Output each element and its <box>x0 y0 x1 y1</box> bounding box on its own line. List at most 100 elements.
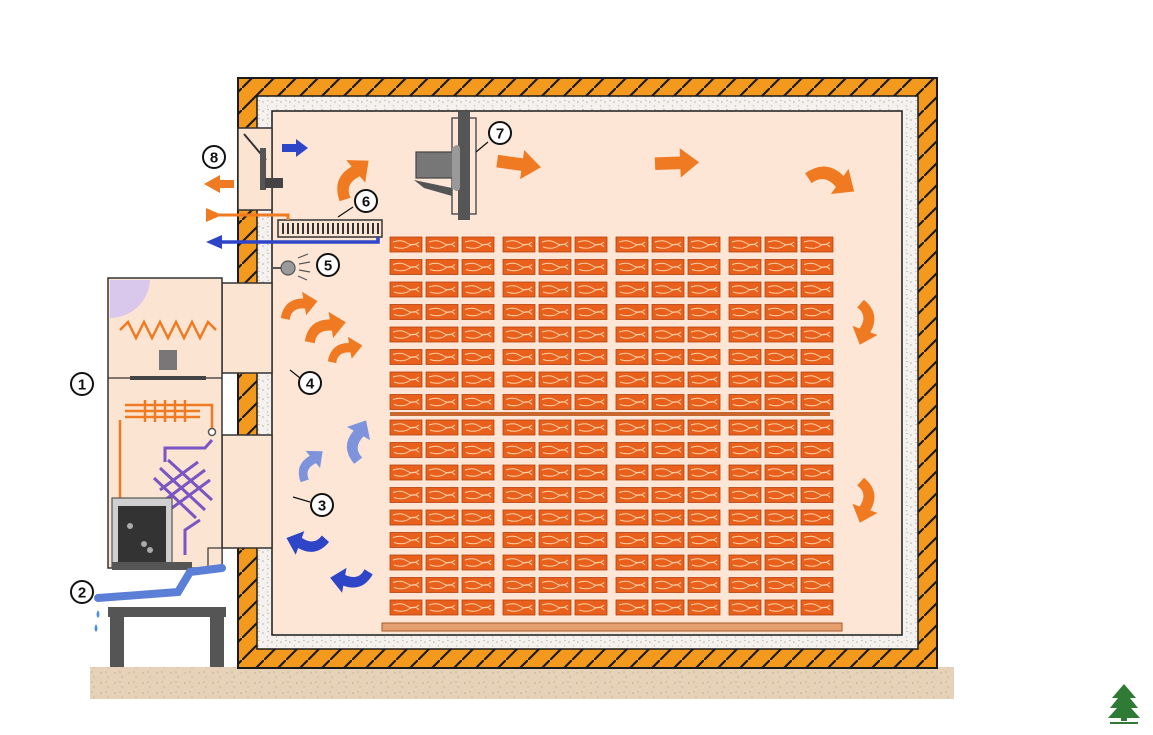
label-text: 6 <box>362 194 370 211</box>
lumber-board <box>538 349 572 365</box>
lumber-board <box>389 487 423 503</box>
lumber-board <box>425 259 459 275</box>
lumber-board <box>651 532 685 548</box>
lumber-board <box>502 509 536 526</box>
lumber-board <box>728 281 762 298</box>
humidity-sensor <box>272 253 311 281</box>
lumber-board <box>574 326 608 343</box>
condensate-drain <box>94 564 226 632</box>
lumber-board <box>425 236 459 253</box>
lumber-board <box>574 464 608 481</box>
warm-air-arrow-icon <box>337 160 369 202</box>
lumber-board <box>461 442 495 458</box>
lumber-board <box>687 509 721 526</box>
lumber-board <box>502 419 536 436</box>
label-dehumidifier: 1 <box>70 372 94 396</box>
lumber-board <box>502 532 536 548</box>
label-text: 4 <box>306 376 315 393</box>
lumber-board <box>728 394 762 410</box>
lumber-board <box>728 371 762 388</box>
warm-air-arrow-icon <box>805 166 855 195</box>
lumber-board <box>728 419 762 436</box>
lumber-board <box>615 304 649 320</box>
lumber-board <box>687 599 721 616</box>
lumber-board <box>461 419 495 436</box>
lumber-board <box>764 371 798 388</box>
lumber-board <box>764 509 798 526</box>
lumber-board <box>764 442 798 458</box>
label-text: 5 <box>324 258 332 275</box>
lumber-board <box>574 349 608 365</box>
lumber-board <box>651 442 685 458</box>
lumber-board <box>389 394 423 410</box>
lumber-board <box>461 599 495 616</box>
lumber-board <box>687 487 721 503</box>
lumber-board <box>502 554 536 571</box>
lumber-board <box>764 599 798 616</box>
lumber-board <box>502 304 536 320</box>
lumber-board <box>687 259 721 275</box>
lumber-board <box>538 281 572 298</box>
label-text: 3 <box>318 498 326 515</box>
lumber-board <box>461 554 495 571</box>
lumber-board <box>574 371 608 388</box>
lumber-board <box>502 326 536 343</box>
lumber-board <box>502 464 536 481</box>
lumber-board <box>764 532 798 548</box>
lumber-board <box>574 259 608 275</box>
ground <box>90 667 954 699</box>
unit-stand <box>108 607 226 667</box>
lumber-board <box>651 281 685 298</box>
lumber-board <box>728 326 762 343</box>
heater-unit <box>277 219 383 238</box>
lumber-board <box>651 419 685 436</box>
lumber-board <box>502 236 536 253</box>
lumber-board <box>389 554 423 571</box>
lumber-board <box>764 554 798 571</box>
lumber-board <box>574 509 608 526</box>
lumber-board <box>687 464 721 481</box>
lumber-board <box>800 394 834 410</box>
lumber-board <box>425 464 459 481</box>
lumber-board <box>425 419 459 436</box>
label-text: 8 <box>210 150 218 167</box>
label-sensor: 5 <box>316 253 340 277</box>
lumber-board <box>502 487 536 503</box>
lumber-board <box>538 394 572 410</box>
lumber-board <box>574 599 608 616</box>
lumber-board <box>800 304 834 320</box>
lumber-board <box>461 487 495 503</box>
lumber-board <box>538 464 572 481</box>
lumber-board <box>687 281 721 298</box>
water-drop-icon <box>94 624 98 632</box>
lumber-board <box>800 349 834 365</box>
lumber-board <box>425 509 459 526</box>
lumber-board <box>389 509 423 526</box>
lumber-board <box>615 371 649 388</box>
lumber-board <box>800 487 834 503</box>
vent-unit <box>237 127 283 211</box>
lumber-board <box>615 554 649 571</box>
lumber-board <box>728 509 762 526</box>
lumber-board <box>425 394 459 410</box>
lumber-board <box>538 236 572 253</box>
lumber-board <box>502 442 536 458</box>
lumber-board <box>425 554 459 571</box>
lumber-board <box>502 394 536 410</box>
lumber-board <box>461 326 495 343</box>
return-air-arrow-icon <box>298 450 323 483</box>
label-text: 1 <box>78 377 86 394</box>
lumber-board <box>461 304 495 320</box>
lumber-board <box>461 577 495 593</box>
lumber-board <box>425 487 459 503</box>
lumber-board <box>800 599 834 616</box>
lumber-board <box>538 577 572 593</box>
lumber-board <box>502 259 536 275</box>
lumber-board <box>574 394 608 410</box>
lumber-board <box>728 554 762 571</box>
lumber-board <box>687 577 721 593</box>
warm-air-arrow-icon <box>204 175 234 193</box>
lumber-board <box>651 349 685 365</box>
lumber-board <box>389 326 423 343</box>
